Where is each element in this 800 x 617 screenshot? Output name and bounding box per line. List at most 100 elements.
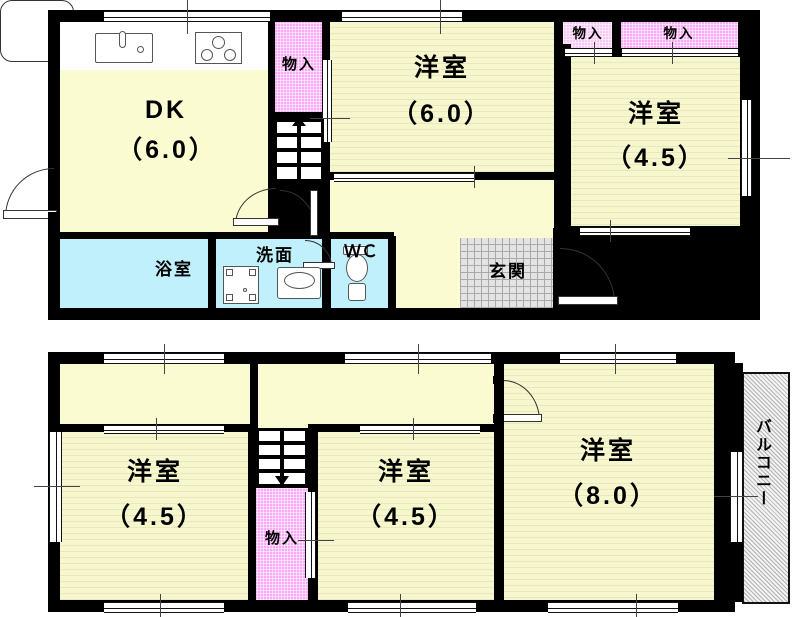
closet-2f	[254, 488, 310, 600]
window-f2-closet-right	[305, 492, 316, 578]
window-tick	[714, 496, 758, 497]
label-closet-b: 物入	[663, 26, 695, 41]
window-f1-room60-left	[322, 60, 332, 142]
wall-f1-v-wc-left	[324, 236, 331, 310]
label-balcony: バルコニー	[753, 418, 770, 508]
window-f2-bottom-mid	[348, 602, 476, 613]
laundry-pan-corner-bl	[226, 294, 233, 301]
stair-tread	[284, 445, 305, 455]
stair-tread	[259, 473, 280, 484]
label-yoshitsu-60: 洋室	[413, 54, 470, 82]
closet-a	[563, 22, 613, 52]
sink-drain	[137, 46, 144, 53]
window-tick	[672, 42, 673, 64]
label-dk-size: （6.0）	[117, 136, 217, 164]
label-yoshitsu-45-2f-left: 洋室	[126, 458, 183, 486]
window-f2-room-mid-opening	[360, 425, 480, 434]
room-yoshitsu-45-2f-mid	[318, 432, 494, 600]
window-balcony-door	[730, 452, 743, 542]
door-leaf-dk-hall	[233, 218, 279, 226]
wall-f1-v-genkan-right	[553, 228, 562, 312]
window-tick	[164, 344, 165, 374]
stair-tread	[284, 431, 305, 441]
window-f1-room45-bottom	[580, 227, 690, 236]
window-tick	[156, 418, 157, 440]
window-f1-top-room60	[342, 11, 462, 22]
wall-f1-v-stair-right	[322, 10, 330, 310]
laundry-pan-corner-br	[249, 294, 256, 301]
stove-burner-right	[224, 49, 236, 61]
window-tick	[594, 42, 595, 64]
wall-f2-v-corridor-split	[250, 355, 256, 430]
stair-arrow-head-down	[275, 476, 289, 486]
room-dk	[60, 70, 272, 233]
label-yoshitsu-45-1f-size: （4.5）	[606, 144, 706, 172]
window-f2-top-80	[560, 353, 676, 364]
laundry-pan-corner-tr	[249, 269, 256, 276]
window-tick	[187, 0, 188, 34]
label-bath: 浴室	[155, 260, 193, 279]
stair-tread	[277, 122, 297, 133]
label-yoshitsu-60-size: （6.0）	[392, 100, 492, 128]
window-tick	[474, 166, 475, 188]
window-tick	[160, 594, 161, 617]
label-washroom: 洗面	[256, 246, 294, 265]
wall-f2-door-jamb-b	[493, 414, 504, 423]
door-leaf-room80	[500, 414, 542, 422]
room-genkan	[460, 238, 556, 308]
wall-f1-v-wc-right	[388, 236, 396, 310]
closet-dk	[274, 22, 324, 117]
label-closet-dk: 物入	[281, 56, 316, 73]
room-balcony	[742, 372, 790, 604]
stairs-down-2f	[256, 428, 308, 488]
stair-tread	[277, 137, 297, 148]
corridor-2f-left	[60, 364, 250, 428]
room-yoshitsu-45-1f	[570, 57, 740, 227]
stair-tread	[277, 152, 297, 163]
window-f1-closet-a-bottom	[565, 48, 612, 57]
stair-tread	[284, 473, 305, 484]
wall-balcony-left-bottom	[727, 540, 743, 602]
window-f1-closet-b-bottom	[622, 48, 738, 57]
wall-f1-door-jamb-left	[48, 160, 60, 170]
stove-burner-top	[212, 36, 225, 49]
window-tick	[298, 540, 334, 541]
room-yoshitsu-45-2f-left	[60, 432, 250, 600]
window-tick	[636, 594, 637, 617]
window-tick	[440, 0, 441, 34]
stair-arrow-stem-up	[297, 124, 301, 146]
wall-f1-v-room60-right	[554, 10, 563, 235]
label-yoshitsu-45-2f-left-size: （4.5）	[105, 503, 205, 531]
window-f2-bottom-left	[104, 602, 224, 613]
window-tick	[615, 344, 616, 374]
stairs-up-1f	[274, 117, 324, 183]
wall-f1-v-bath-right	[208, 236, 216, 310]
laundry-pan-corner-tl	[226, 269, 233, 276]
stair-tread	[301, 122, 321, 133]
wall-f1-v-dk-right	[268, 10, 275, 235]
window-f2-bottom-right	[548, 602, 678, 613]
stair-tread	[301, 167, 321, 179]
window-tick	[413, 418, 414, 440]
wall-f2-v-room-left-right	[248, 424, 256, 612]
stair-tread	[259, 431, 280, 441]
room-yoshitsu-60	[330, 22, 554, 174]
toilet-base	[348, 283, 366, 301]
window-f1-room45-right	[741, 100, 752, 196]
label-yoshitsu-80-size: （8.0）	[558, 482, 658, 510]
label-wc: ＷＣ	[344, 242, 378, 261]
wash-basin-bowl	[284, 272, 315, 289]
label-yoshitsu-80: 洋室	[579, 437, 636, 465]
room-yoshitsu-80	[502, 364, 714, 600]
window-f1-hall-opening	[334, 173, 474, 182]
door-leaf-genkan	[558, 296, 618, 305]
label-closet-2f: 物入	[264, 530, 299, 547]
label-yoshitsu-45-1f: 洋室	[627, 100, 684, 128]
wall-f2-door-jamb-a	[493, 376, 504, 384]
window-tick	[610, 220, 611, 242]
wall-f1-h-closet-dk-bottom	[268, 112, 326, 119]
wall-balcony-left-top	[727, 363, 743, 453]
closet-b	[620, 22, 738, 52]
window-tick	[34, 486, 80, 487]
